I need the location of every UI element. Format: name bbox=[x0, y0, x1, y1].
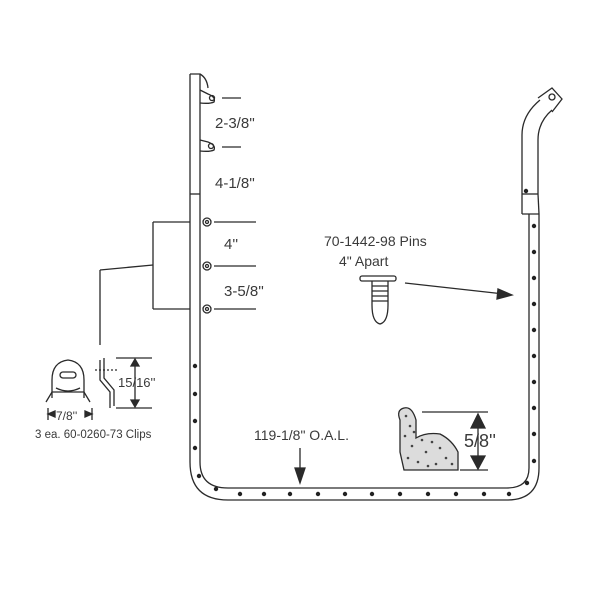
pin-holes bbox=[192, 188, 537, 497]
pins-spacing-label: 4" Apart bbox=[339, 253, 388, 269]
clip-drawing bbox=[45, 358, 118, 408]
overall-length-arrowhead bbox=[294, 467, 306, 486]
clips-caption: 3 ea. 60-0260-73 Clips bbox=[35, 429, 152, 441]
pins-part-label: 70-1442-98 Pins bbox=[324, 233, 427, 249]
pin-pointer-line bbox=[404, 282, 505, 295]
pin-pointer-arrowhead bbox=[496, 288, 514, 300]
weatherstrip-outline bbox=[189, 73, 563, 501]
spacing-dimension-lines bbox=[214, 97, 256, 310]
upper-tabs bbox=[199, 89, 216, 152]
clip-width-dimension bbox=[46, 408, 94, 420]
gap-2-label: 4-1/8'' bbox=[215, 175, 255, 192]
profile-texture bbox=[403, 414, 454, 468]
profile-height-label: 5/8'' bbox=[464, 431, 496, 451]
gap-3-label: 4'' bbox=[224, 236, 238, 253]
pin-drawing bbox=[359, 275, 397, 325]
gap-4-label: 3-5/8'' bbox=[224, 283, 264, 300]
profile-section bbox=[398, 407, 459, 471]
gap-1-label: 2-3/8'' bbox=[215, 115, 255, 132]
profile-height-dimension bbox=[422, 411, 488, 471]
overall-length-label: 119-1/8" O.A.L. bbox=[254, 427, 349, 443]
clip-width-label: 7/8'' bbox=[56, 409, 77, 423]
clip-height-dimension bbox=[116, 357, 152, 409]
clip-height-label: 15/16'' bbox=[118, 375, 156, 390]
clip-markers bbox=[202, 217, 212, 314]
clips-bracket bbox=[99, 221, 190, 345]
